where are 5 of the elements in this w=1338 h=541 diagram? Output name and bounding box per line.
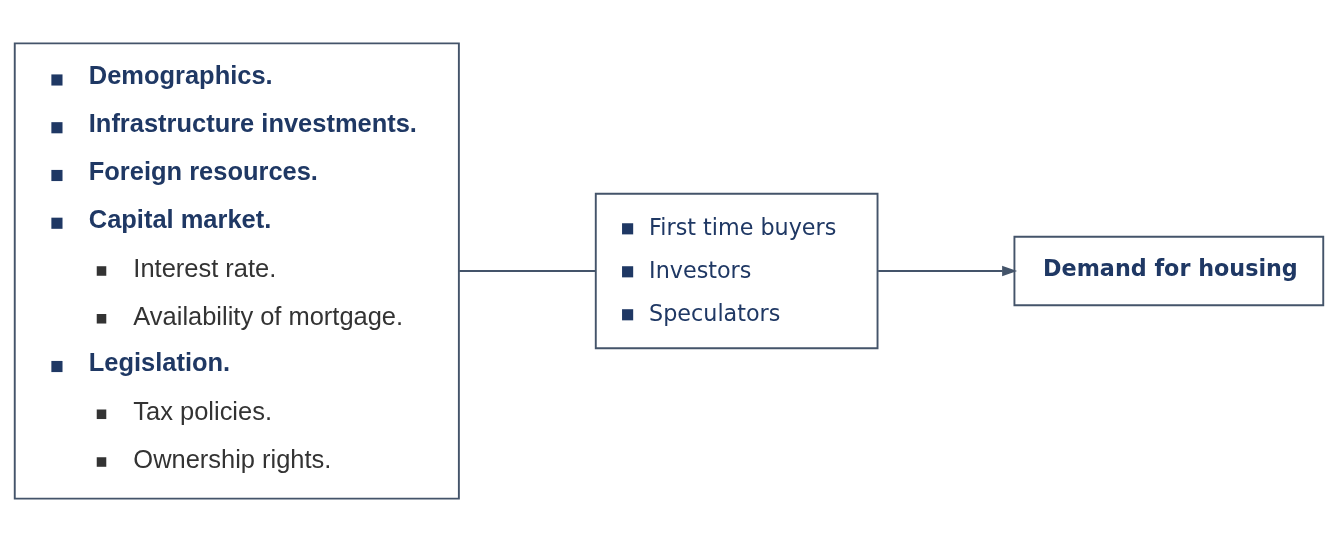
arrow bbox=[877, 265, 1018, 276]
connector bbox=[458, 269, 597, 272]
node-box: Demand for housing bbox=[1013, 235, 1325, 306]
node-box: First time buyers Investors Speculators bbox=[594, 192, 879, 349]
node-box: Demographics. Infrastructure investments. Foreign resources. Capital market. Interest rate. Availability of mortgage. Legislation. Tax policies. Ownership rights. bbox=[13, 41, 460, 500]
